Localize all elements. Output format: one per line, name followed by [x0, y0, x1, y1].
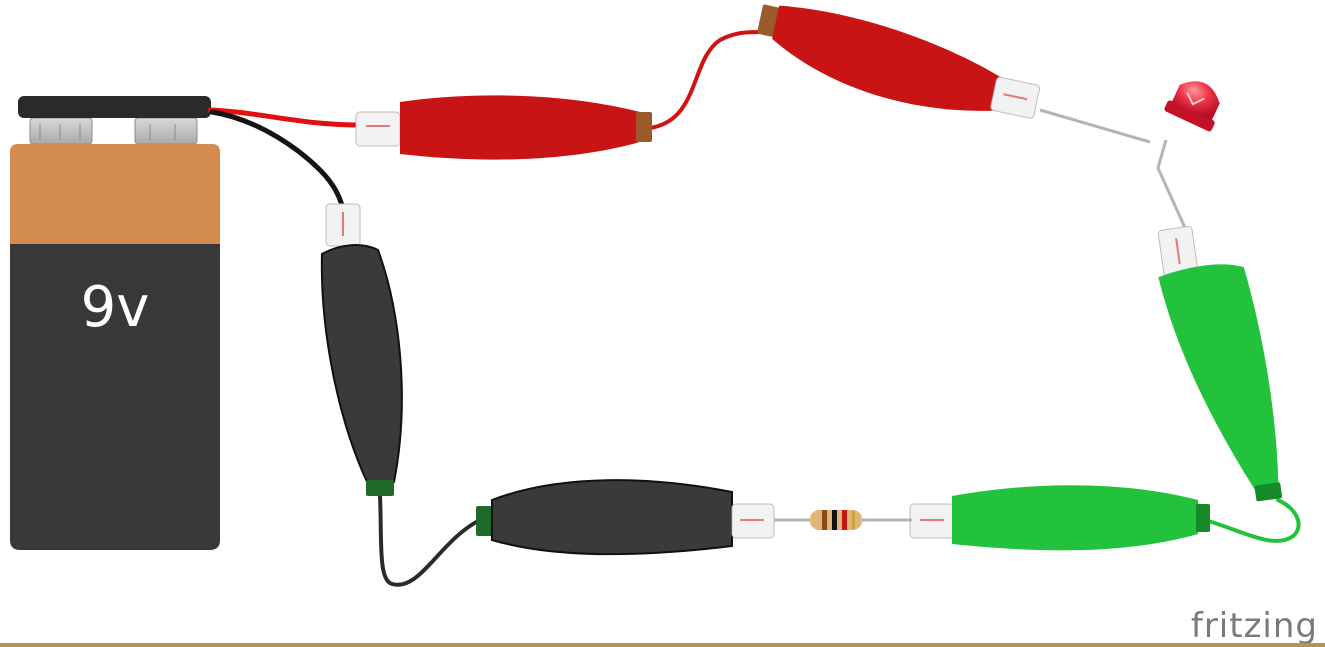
wire-battery-negative[interactable]	[209, 109, 347, 218]
alligator-clip-black-1[interactable]	[320, 203, 403, 496]
wire-green-link[interactable]	[1203, 498, 1301, 543]
clip-boot-black-2	[476, 506, 494, 536]
alligator-clip-green-2[interactable]	[909, 485, 1210, 551]
resistor[interactable]	[810, 510, 862, 530]
clip-boot-green-2	[1196, 504, 1210, 532]
wire-black-link[interactable]	[378, 494, 482, 587]
led-lead-cathode	[1156, 139, 1188, 231]
led-red[interactable]	[1163, 72, 1228, 132]
clip-body-red-2	[772, 5, 1002, 111]
clip-body-black-2	[491, 479, 733, 556]
clip-jaw-red-2	[990, 76, 1041, 119]
clip-boot-red-1	[636, 112, 652, 142]
clip-jaw-black-1	[325, 203, 361, 247]
led-lead-anode	[1039, 108, 1151, 144]
clip-jaw-green-1	[1157, 225, 1198, 277]
clip-body-green-1	[1158, 264, 1279, 490]
wire-red-link[interactable]	[648, 30, 762, 130]
clip-jaw-black-2	[731, 503, 775, 539]
wire-battery-positive[interactable]	[207, 107, 363, 128]
clip-body-green-2	[952, 485, 1198, 551]
clip-body-black-1	[320, 244, 403, 486]
clip-jaw-green-2	[909, 503, 955, 539]
battery-label: 9v	[81, 275, 150, 340]
clip-jaw-red-1	[355, 111, 401, 147]
clip-body-red-1	[400, 95, 640, 160]
battery-terminal-positive	[134, 117, 198, 145]
fritzing-brand-text: fritzing	[1191, 606, 1318, 646]
alligator-clip-red-2[interactable]	[749, 0, 1046, 130]
clip-boot-green-1	[1254, 482, 1283, 502]
battery-top-band	[10, 144, 220, 244]
battery-9v[interactable]: 9v	[10, 96, 220, 550]
battery-body	[10, 244, 220, 550]
clip-boot-black-1	[366, 480, 394, 496]
bottom-rule	[0, 643, 1325, 647]
alligator-clip-black-2[interactable]	[476, 479, 775, 556]
battery-terminal-negative	[29, 117, 93, 145]
alligator-clip-red-1[interactable]	[355, 95, 652, 160]
battery-snap-cap	[18, 96, 211, 118]
alligator-clip-green-1[interactable]	[1152, 218, 1285, 510]
